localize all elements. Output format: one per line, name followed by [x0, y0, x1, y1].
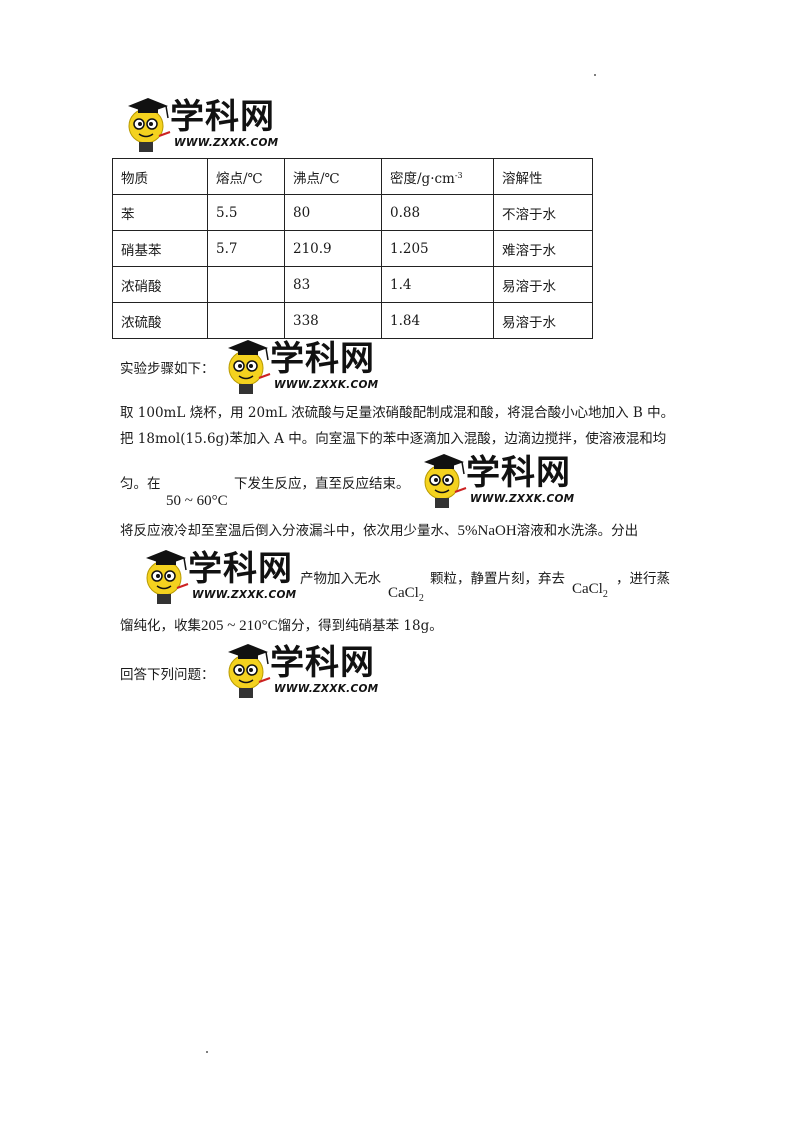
logo-url: WWW.ZXXK.COM	[174, 137, 279, 149]
mascot-icon	[228, 644, 271, 698]
zxxk-logo: 学科网 WWW.ZXXK.COM	[224, 642, 380, 702]
answer-heading: 回答下列问题：	[120, 667, 215, 683]
boiling-range: 205 ~ 210°C	[201, 618, 278, 634]
table-cell: 不溶于水	[493, 194, 593, 231]
table-cell: 苯	[112, 194, 208, 231]
mascot-icon	[228, 340, 271, 394]
body-line: 匀。在	[120, 476, 161, 492]
table-cell: 易溶于水	[493, 266, 593, 303]
table-cell	[207, 266, 285, 303]
body-line: 下发生反应，直至反应结束。	[234, 476, 410, 492]
zxxk-logo: 学科网 WWW.ZXXK.COM	[224, 338, 380, 398]
body-line: 将反应液冷却至室温后倒入分液漏斗中，依次用少量水、5%NaOH溶液和水洗涤。分出	[120, 522, 638, 540]
table-cell: 硝基苯	[112, 230, 208, 267]
table-cell: 83	[284, 266, 382, 303]
table-row: 硝基苯 5.7 210.9 1.205 难溶于水	[112, 230, 593, 267]
body-text: 馏分，得到纯硝基苯 18g。	[277, 618, 443, 634]
body-text: 将反应液冷却至室温后倒入分液漏斗中，依次用少量水、	[120, 523, 458, 539]
table-cell: 浓硫酸	[112, 302, 208, 339]
body-text: 溶液和水洗涤。分出	[516, 523, 639, 539]
table-cell: 浓硝酸	[112, 266, 208, 303]
mascot-icon	[424, 454, 467, 508]
page-mark-bottom	[206, 1051, 208, 1053]
table-cell: 难溶于水	[493, 230, 593, 267]
cacl2-text: CaCl	[388, 585, 419, 601]
table-header-cell: 溶解性	[493, 158, 593, 195]
density-header-sup: -3	[454, 170, 463, 180]
table-cell: 5.7	[207, 230, 285, 267]
zxxk-logo: 学科网 WWW.ZXXK.COM	[142, 548, 298, 608]
zxxk-logo: 学科网 WWW.ZXXK.COM	[420, 452, 576, 512]
table-header-row: 物质 熔点/℃ 沸点/℃ 密度/g·cm-3 溶解性	[112, 158, 593, 195]
table-header-cell: 物质	[112, 158, 208, 195]
table-row: 苯 5.5 80 0.88 不溶于水	[112, 194, 593, 231]
cacl2-text: CaCl	[572, 581, 603, 597]
logo-brand: 学科网	[170, 97, 275, 137]
table-cell: 210.9	[284, 230, 382, 267]
table-cell: 1.4	[381, 266, 494, 303]
logo-brand: 学科网	[270, 643, 375, 683]
body-line: 馏纯化，收集205 ~ 210°C馏分，得到纯硝基苯 18g。	[120, 617, 443, 635]
page-mark-top	[594, 74, 596, 76]
table-header-cell: 熔点/℃	[207, 158, 285, 195]
body-text: 馏纯化，收集	[120, 618, 201, 634]
cacl2-subscript: 2	[418, 593, 424, 604]
naoh-formula: 5%NaOH	[457, 523, 517, 539]
table-cell: 0.88	[381, 194, 494, 231]
body-line: 产物加入无水	[300, 571, 381, 587]
logo-brand: 学科网	[466, 453, 571, 493]
table-cell: 80	[284, 194, 382, 231]
body-line: 把 18mol(15.6g)苯加入 A 中。向室温下的苯中逐滴加入混酸，边滴边搅…	[120, 431, 667, 447]
body-line: ，进行蒸	[616, 571, 670, 587]
body-line: 取 100mL 烧杯，用 20mL 浓硫酸与足量浓硝酸配制成混和酸，将混合酸小心…	[120, 405, 675, 421]
table-header-cell: 密度/g·cm-3	[381, 158, 494, 195]
zxxk-logo: 学科网 WWW.ZXXK.COM	[124, 96, 280, 156]
density-header-text: 密度/g·cm	[390, 170, 455, 187]
logo-url: WWW.ZXXK.COM	[274, 379, 379, 391]
steps-heading: 实验步骤如下：	[120, 361, 215, 377]
body-line: 颗粒，静置片刻，弃去	[430, 571, 565, 587]
cacl2-subscript: 2	[602, 589, 608, 600]
logo-url: WWW.ZXXK.COM	[274, 683, 379, 695]
properties-table: 物质 熔点/℃ 沸点/℃ 密度/g·cm-3 溶解性 苯 5.5 80 0.88…	[112, 158, 593, 339]
table-cell	[207, 302, 285, 339]
logo-url: WWW.ZXXK.COM	[470, 493, 575, 505]
table-cell: 338	[284, 302, 382, 339]
table-cell: 1.84	[381, 302, 494, 339]
cacl2-formula: CaCl2	[572, 580, 608, 604]
mascot-icon	[128, 98, 171, 152]
table-row: 浓硫酸 338 1.84 易溶于水	[112, 302, 593, 339]
temperature-range: 50 ~ 60°C	[166, 493, 228, 509]
table-row: 浓硝酸 83 1.4 易溶于水	[112, 266, 593, 303]
cacl2-formula: CaCl2	[388, 584, 424, 608]
table-cell: 1.205	[381, 230, 494, 267]
table-cell: 5.5	[207, 194, 285, 231]
table-header-cell: 沸点/℃	[284, 158, 382, 195]
logo-url: WWW.ZXXK.COM	[192, 589, 297, 601]
logo-brand: 学科网	[270, 339, 375, 379]
logo-brand: 学科网	[188, 549, 293, 589]
mascot-icon	[146, 550, 189, 604]
table-cell: 易溶于水	[493, 302, 593, 339]
